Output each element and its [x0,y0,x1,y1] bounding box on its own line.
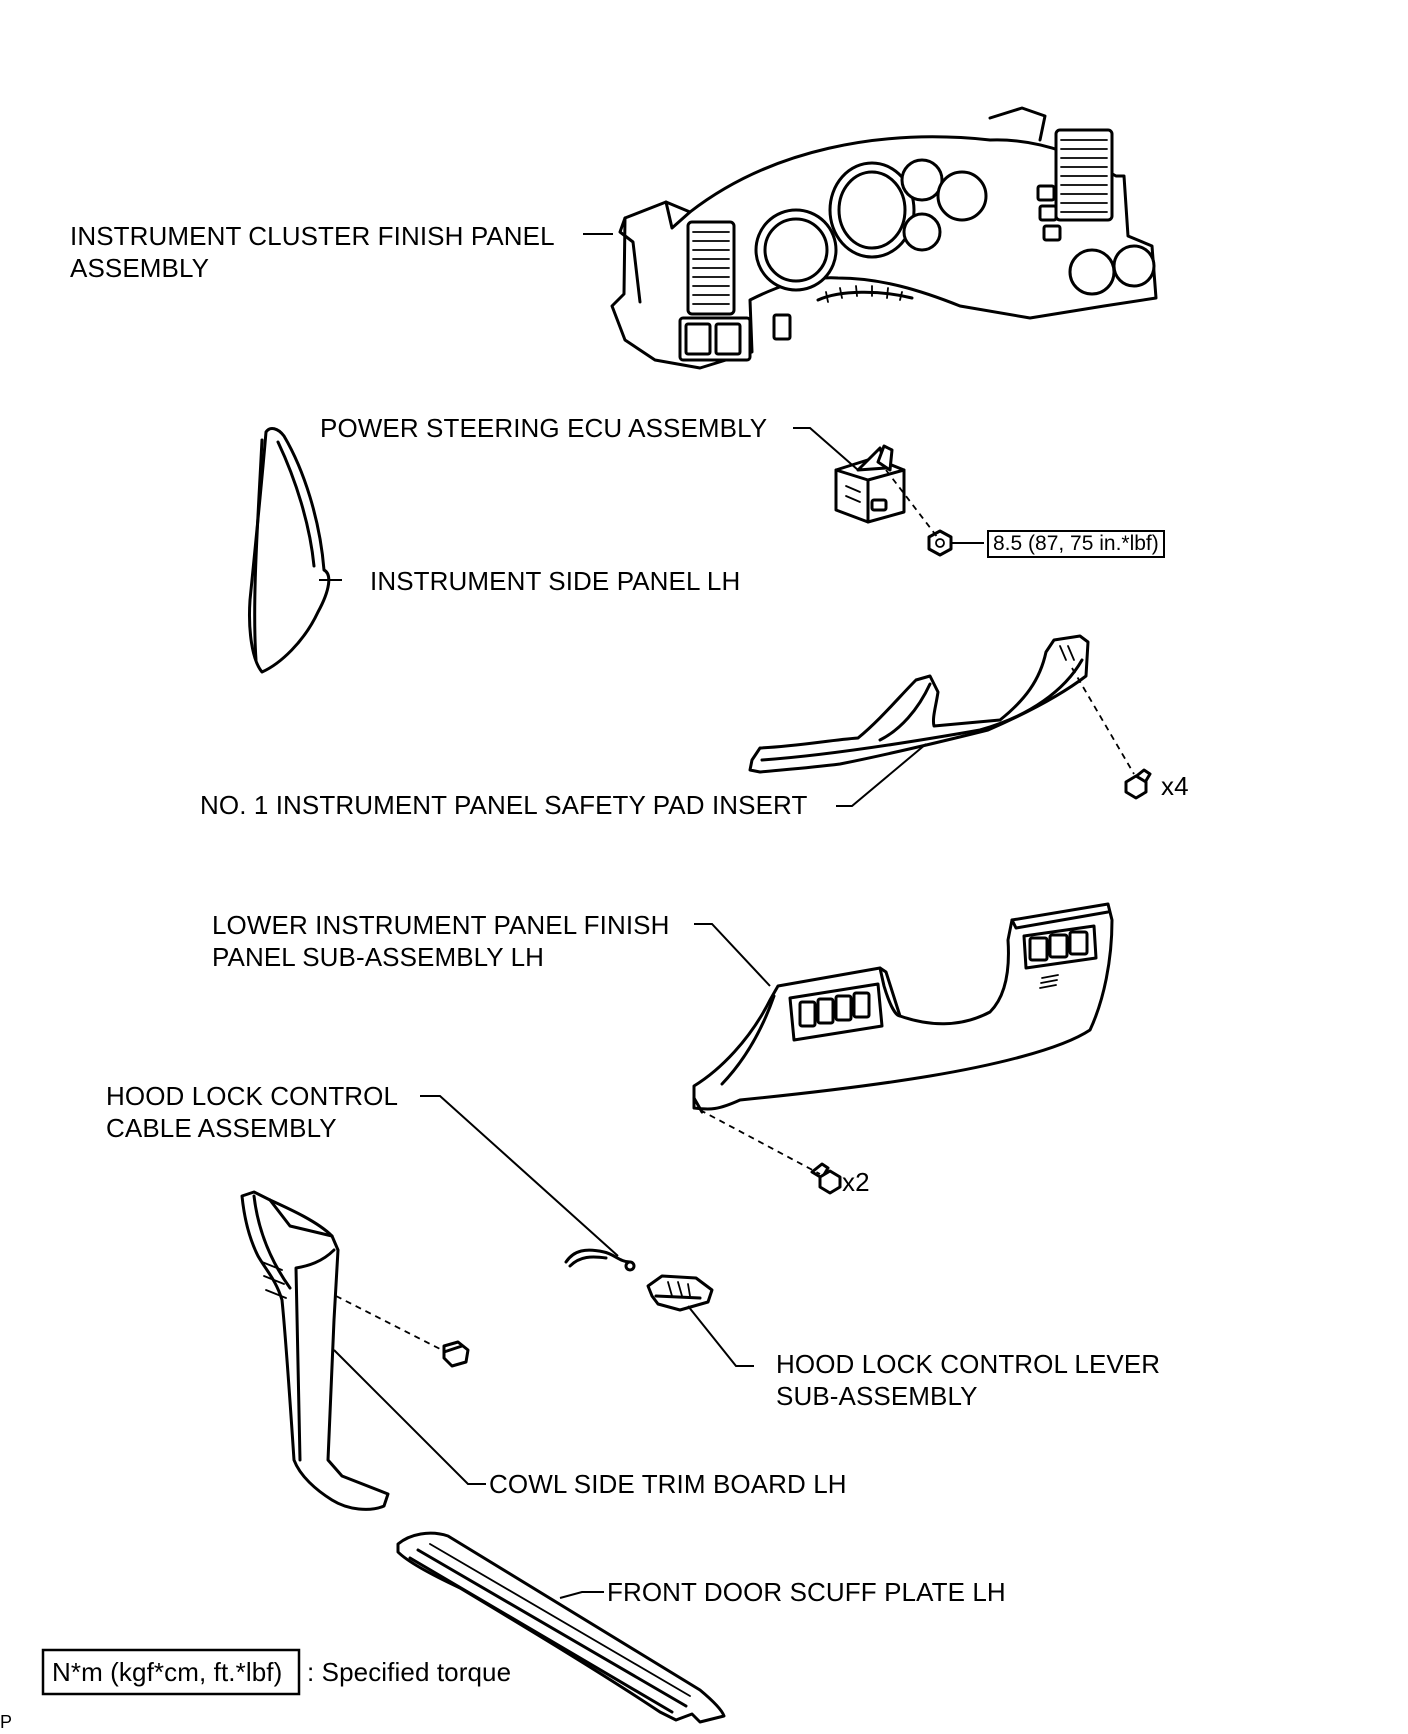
safety-pad-insert [748,634,1090,774]
label-lower-panel: LOWER INSTRUMENT PANEL FINISH [212,910,670,940]
qty-lower-bolts: x2 [842,1167,870,1197]
power-steering-ecu-assembly [834,444,906,524]
corner-mark: P [0,1712,13,1732]
label-power-steering-ecu: POWER STEERING ECU ASSEMBLY [320,413,768,443]
label-hood-lever: HOOD LOCK CONTROL LEVER [776,1349,1161,1379]
cowl-trim-clip [442,1340,470,1368]
hood-lock-control-cable [564,1248,636,1272]
label-side-panel: INSTRUMENT SIDE PANEL LH [370,566,741,596]
hood-lock-control-lever [646,1274,714,1312]
lower-panel-bolt [810,1162,842,1195]
instrument-cluster-finish-panel [610,106,1158,370]
torque-spec-box: 8.5 (87, 75 in.*lbf) [987,530,1165,558]
lower-instrument-panel-finish-panel [692,902,1114,1114]
leader-lines [319,233,984,1599]
label-hood-lever-2: SUB-ASSEMBLY [776,1381,978,1411]
label-cluster-panel-2: ASSEMBLY [70,253,210,283]
legend-box-frame [41,1648,301,1696]
qty-pad-bolts: x4 [1161,771,1189,801]
label-hood-cable-2: CABLE ASSEMBLY [106,1113,337,1143]
label-scuff-plate: FRONT DOOR SCUFF PLATE LH [607,1577,1006,1607]
legend-torque-text: : Specified torque [307,1657,512,1687]
cowl-side-trim-board-lh [240,1190,390,1511]
legend-torque-units: N*m (kgf*cm, ft.*lbf) [52,1657,283,1687]
ecu-mounting-nut [927,529,953,557]
label-safety-pad: NO. 1 INSTRUMENT PANEL SAFETY PAD INSERT [200,790,808,820]
mounting-dashed-lines [335,469,1135,1353]
front-door-scuff-plate-lh [396,1531,726,1724]
label-cowl-trim: COWL SIDE TRIM BOARD LH [489,1469,847,1499]
label-hood-cable: HOOD LOCK CONTROL [106,1081,399,1111]
safety-pad-bolt [1124,768,1152,800]
label-lower-panel-2: PANEL SUB-ASSEMBLY LH [212,942,545,972]
instrument-side-panel-lh [248,427,331,674]
label-cluster-panel: INSTRUMENT CLUSTER FINISH PANEL [70,221,555,251]
